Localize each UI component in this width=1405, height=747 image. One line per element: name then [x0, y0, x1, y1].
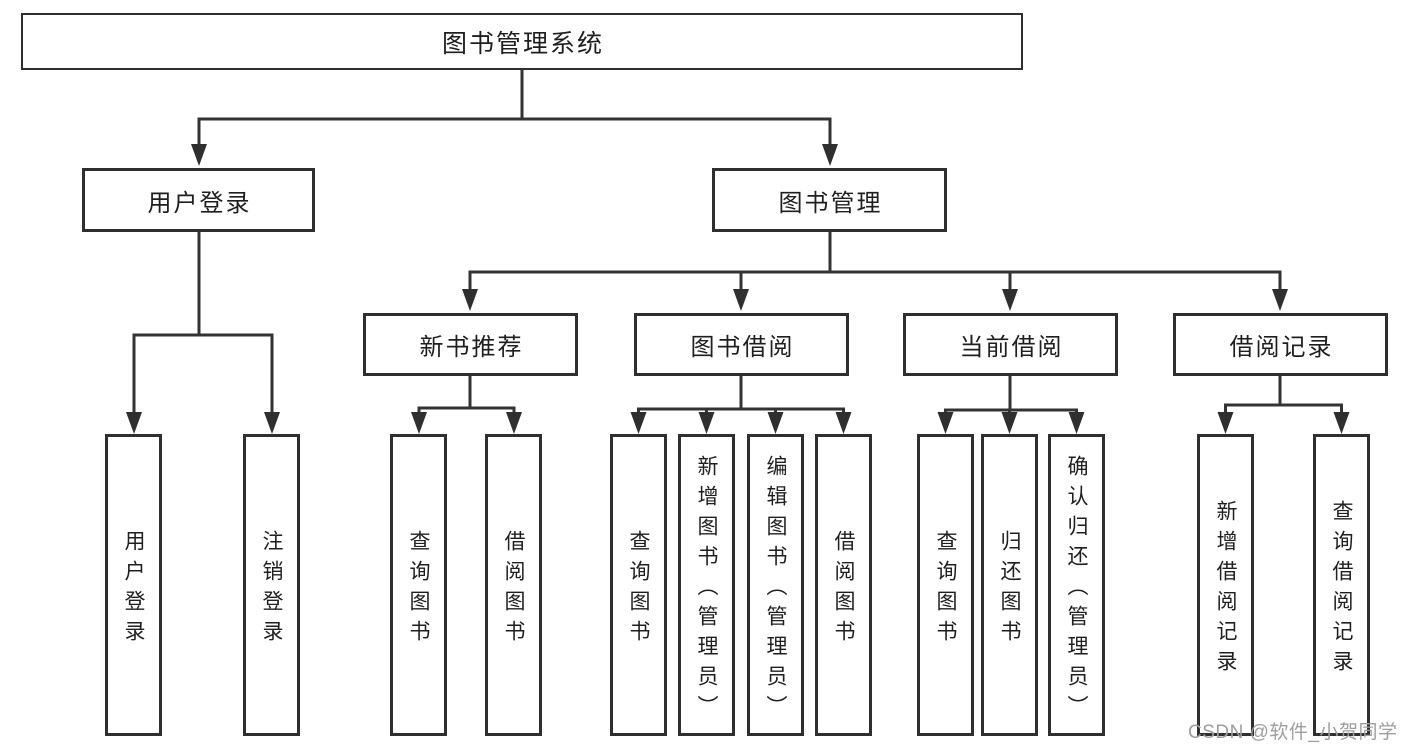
node-label: 当前借阅 — [959, 334, 1064, 361]
node-new-book-recommendation: 新书推荐 — [363, 313, 578, 376]
leaf-edit-books-admin: 编辑图书（管理员） — [747, 434, 804, 736]
leaf-return-books: 归还图书 — [981, 434, 1038, 736]
node-label: 用户登录 — [147, 189, 252, 217]
node-label: 新书推荐 — [419, 334, 524, 361]
node-label: 新增图书（管理员） — [695, 454, 718, 725]
leaf-query-borrow-record: 查询借阅记录 — [1313, 434, 1370, 736]
node-book-management: 图书管理 — [712, 168, 947, 232]
leaf-query-books-current: 查询图书 — [917, 434, 974, 736]
node-label: 新增借阅记录 — [1214, 499, 1237, 680]
node-label: 图书管理 — [778, 189, 883, 217]
node-borrowing-records: 借阅记录 — [1173, 313, 1388, 376]
node-label: 借阅图书 — [832, 529, 855, 650]
leaf-add-borrow-record: 新增借阅记录 — [1197, 434, 1254, 736]
leaf-query-books-recommend: 查询图书 — [390, 434, 447, 736]
node-label: 编辑图书（管理员） — [764, 454, 787, 725]
leaf-query-books-borrow: 查询图书 — [610, 434, 667, 736]
node-label: 查询图书 — [627, 529, 650, 650]
node-label: 查询借阅记录 — [1330, 499, 1353, 680]
node-label: 确认归还（管理员） — [1065, 454, 1088, 725]
watermark: CSDN @软件_小贺同学 — [1188, 722, 1398, 743]
node-label: 借阅图书 — [502, 529, 525, 650]
node-label: 注销登录 — [260, 529, 283, 650]
leaf-user-login: 用户登录 — [105, 434, 162, 736]
node-label: 图书借阅 — [690, 334, 795, 361]
node-current-borrowing: 当前借阅 — [903, 313, 1118, 376]
node-label: 用户登录 — [122, 529, 145, 650]
node-label: 借阅记录 — [1229, 334, 1334, 361]
leaf-borrow-books: 借阅图书 — [815, 434, 872, 736]
node-user-login: 用户登录 — [82, 168, 315, 232]
leaf-logout: 注销登录 — [243, 434, 300, 736]
node-label: 查询图书 — [407, 529, 430, 650]
leaf-add-books-admin: 新增图书（管理员） — [678, 434, 735, 736]
node-label: 图书管理系统 — [441, 29, 604, 58]
node-book-borrowing: 图书借阅 — [634, 313, 849, 376]
leaf-confirm-return-admin: 确认归还（管理员） — [1048, 434, 1105, 736]
leaf-borrow-books-recommend: 借阅图书 — [485, 434, 542, 736]
node-label: 查询图书 — [934, 529, 957, 650]
node-library-management-system: 图书管理系统 — [21, 13, 1023, 70]
node-label: 归还图书 — [998, 529, 1021, 650]
